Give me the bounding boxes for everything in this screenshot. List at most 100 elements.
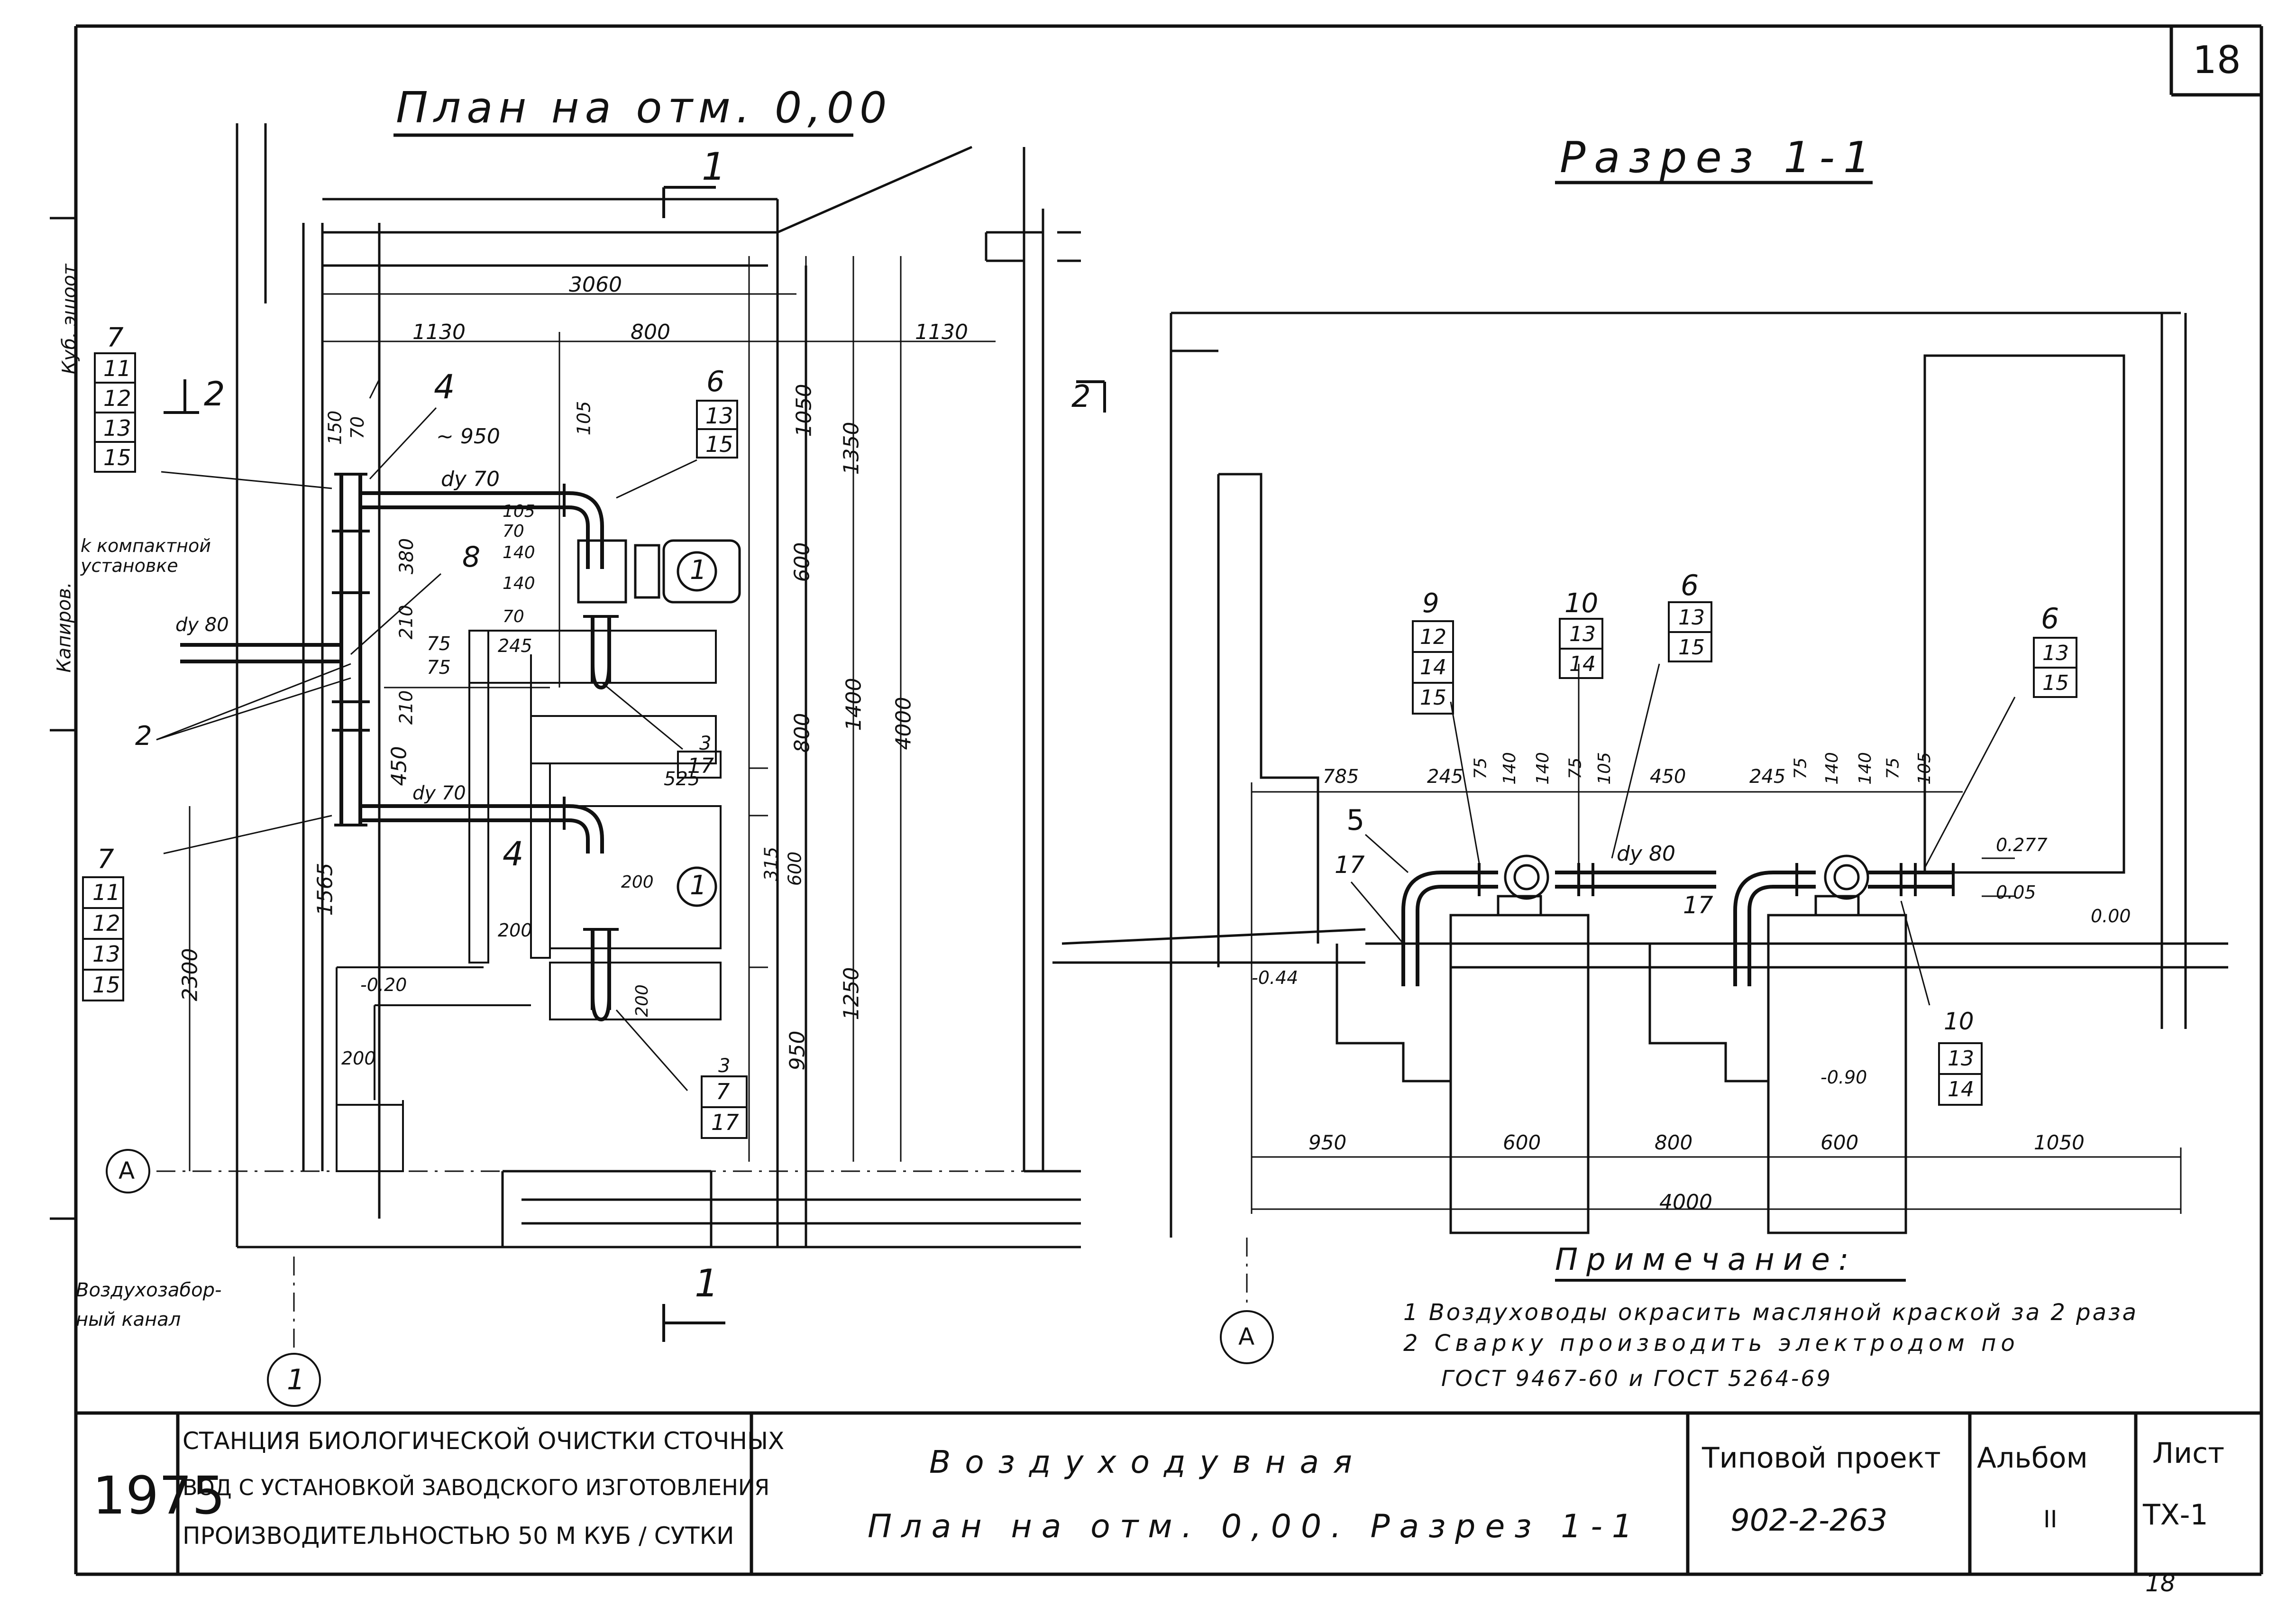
section-dim-105-a: 105 xyxy=(1594,752,1614,785)
plan-dim-140-a: 140 xyxy=(503,543,535,562)
plan-callout-4-d: 15 xyxy=(92,972,120,998)
section-callout-10a-a: 13 xyxy=(1569,622,1596,646)
notes-title: Примечание: xyxy=(1555,1242,1857,1277)
plan-position-4-bottom: 4 xyxy=(503,835,524,873)
section-dim-75-b: 75 xyxy=(1565,757,1585,780)
plan-dim-600: 600 xyxy=(790,542,814,582)
section-dim-140-b: 140 xyxy=(1533,752,1553,785)
plan-left-label-2: Капиров. xyxy=(53,582,75,673)
plan-callout-5-a: 7 xyxy=(716,1079,730,1104)
plan-dim-2300: 2300 xyxy=(178,948,202,1001)
plan-dim-800-v: 800 xyxy=(790,713,814,753)
section-pipe-label: dу 80 xyxy=(1617,842,1675,866)
section-dim-1050: 1050 xyxy=(2034,1131,2085,1154)
plan-pipe-label-3: dу 80 xyxy=(175,614,229,636)
note-2: 2 Сварку производить электродом по xyxy=(1403,1330,2020,1357)
plan-level-020: -0.20 xyxy=(360,974,407,995)
section-dim-75-d: 75 xyxy=(1883,757,1903,780)
plan-dim-140-b: 140 xyxy=(503,574,535,593)
margin-ticks xyxy=(50,217,76,1220)
section-level-005: 0.05 xyxy=(1996,882,2036,903)
plan-dim-70-top: 70 xyxy=(347,416,368,440)
plan-position-4-top: 4 xyxy=(434,367,455,406)
section-axis-A: А xyxy=(1238,1323,1255,1350)
section-position-5: 5 xyxy=(1346,804,1365,837)
section-title: Разрез 1-1 xyxy=(1560,133,1879,183)
plan-callout-3-leader: 3 xyxy=(699,733,712,754)
plan-equipment-1-bottom: 1 xyxy=(690,870,707,901)
plan-dim-315: 315 xyxy=(760,846,782,881)
plan-dim-800: 800 xyxy=(631,320,670,344)
plan-callout-2-leader: 6 xyxy=(706,365,725,398)
sheet-number-bottom: 18 xyxy=(2145,1569,2176,1597)
plan-dim-245: 245 xyxy=(498,635,532,656)
plan-callout-2-a: 13 xyxy=(705,403,733,429)
plan-dim-200-a: 200 xyxy=(621,872,654,892)
section-position-17-b: 17 xyxy=(1683,891,1713,919)
plan-callout-1-b: 12 xyxy=(103,385,131,411)
plan-dim-200-b: 200 xyxy=(498,920,532,941)
plan-dim-105: 105 xyxy=(503,502,535,521)
note-1: 1 Воздуховоды окрасить масляной краской … xyxy=(1403,1299,2138,1326)
plan-dim-525: 525 xyxy=(664,768,700,790)
plan-dim-1130-right: 1130 xyxy=(915,320,968,344)
plan-equipment-1-top: 1 xyxy=(690,555,707,586)
plan-dim-4000: 4000 xyxy=(891,697,916,750)
section-callout-9-leader: 9 xyxy=(1422,588,1439,619)
plan-pipe-label-1: dу 70 xyxy=(441,467,500,491)
plan-dim-450: 450 xyxy=(387,746,412,786)
section-position-17-a: 17 xyxy=(1335,851,1365,879)
section-callout-9-c: 15 xyxy=(1420,686,1446,710)
title-block-type-value: 902-2-263 xyxy=(1730,1503,1888,1538)
sheet-number: 18 xyxy=(2193,38,2241,82)
plan-dim-150: 150 xyxy=(324,410,346,445)
plan-dim-75-a: 75 xyxy=(427,633,451,655)
plan-axis-1: 1 xyxy=(287,1363,305,1396)
plan-dim-1130-left: 1130 xyxy=(412,320,466,344)
section-dim-450: 450 xyxy=(1650,766,1686,788)
plan-left-label-3: k компактной установке xyxy=(81,535,211,576)
plan-section-mark: 1 xyxy=(702,145,726,189)
title-block-sheet-value: ТХ-1 xyxy=(2143,1498,2208,1532)
title-block-sheet-title-2: План на отм. 0,00. Разрез 1-1 xyxy=(868,1508,1642,1545)
section-level-000: 0.00 xyxy=(2091,906,2131,927)
plan-callout-4-b: 12 xyxy=(92,910,120,936)
plan-callout-1-d: 15 xyxy=(103,445,131,470)
section-dim-950: 950 xyxy=(1308,1131,1347,1154)
plan-dim-600-small: 600 xyxy=(784,851,805,886)
plan-dim-75-b: 75 xyxy=(427,657,451,679)
plan-air-channel: Воздухозабор- ный канал xyxy=(76,1279,222,1331)
plan-axis-A: А xyxy=(119,1157,135,1184)
plan-callout-5-leader: 3 xyxy=(718,1055,731,1077)
plan-callout-4-leader: 7 xyxy=(97,844,114,875)
section-dim-785: 785 xyxy=(1323,766,1359,788)
plan-dim-210-a: 210 xyxy=(395,605,417,640)
title-block-project-2: ВОД С УСТАНОВКОЙ ЗАВОДСКОГО ИЗГОТОВЛЕНИЯ xyxy=(183,1475,770,1500)
section-callout-9-a: 12 xyxy=(1420,625,1446,649)
plan-callout-1-a: 11 xyxy=(103,356,131,381)
section-level-0277: 0.277 xyxy=(1996,835,2048,855)
section-callout-6a-b: 15 xyxy=(1678,635,1705,660)
section-callout-10b-a: 13 xyxy=(1948,1046,1974,1071)
section-dim-4000: 4000 xyxy=(1659,1190,1712,1214)
plan-dim-70-b: 70 xyxy=(503,607,524,626)
plan-dim-380: 380 xyxy=(396,538,418,575)
plan-dim-1250: 1250 xyxy=(839,967,864,1020)
section-dim-75-a: 75 xyxy=(1471,757,1491,780)
section-mark-2: 2 xyxy=(1071,379,1091,414)
section-callout-10b-leader: 10 xyxy=(1944,1008,1974,1035)
title-block-year: 1975 xyxy=(92,1465,225,1526)
section-dim-600-a: 600 xyxy=(1503,1131,1541,1154)
plan-dim-210-b: 210 xyxy=(395,690,417,725)
title-block-type-label: Типовой проект xyxy=(1702,1441,1941,1475)
plan-dim-1400: 1400 xyxy=(842,678,866,731)
section-callout-6b-leader: 6 xyxy=(2041,602,2059,635)
title-block-album-value: II xyxy=(2043,1505,2058,1533)
section-callout-10b-b: 14 xyxy=(1948,1077,1974,1101)
section-dim-140-c: 140 xyxy=(1822,752,1842,785)
plan-dim-1050: 1050 xyxy=(792,384,816,437)
plan-callout-1-c: 13 xyxy=(103,415,131,441)
section-dim-105-b: 105 xyxy=(1914,752,1934,785)
plan-dim-200-c: 200 xyxy=(632,984,652,1017)
